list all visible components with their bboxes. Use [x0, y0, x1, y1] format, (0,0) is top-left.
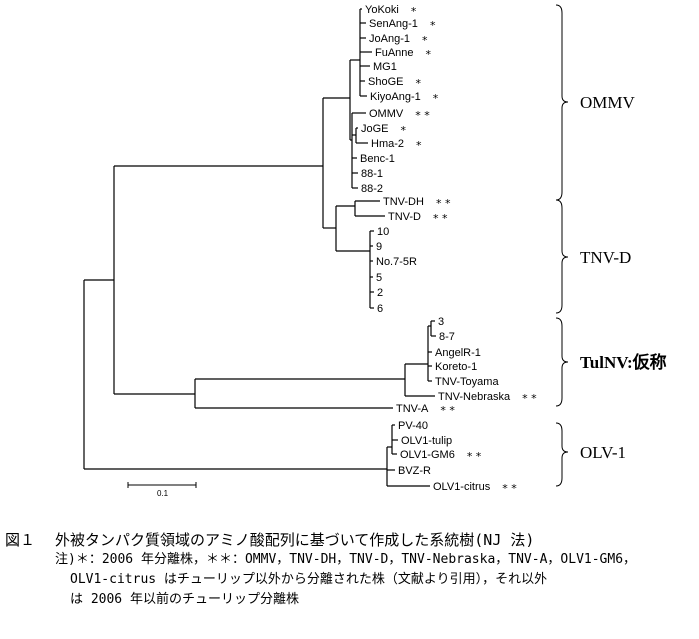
taxon-label: OLV1-GM6 [400, 449, 455, 461]
isolate-marker: * * [522, 392, 537, 405]
isolate-marker: * [430, 19, 436, 32]
taxon-label: OLV1-citrus [433, 481, 491, 493]
clade-brace [555, 199, 569, 314]
clade-label: TNV-D [580, 248, 631, 267]
taxon-label: OMMV [369, 108, 404, 120]
isolate-marker: * * [415, 109, 430, 122]
taxon-label: SenAng-1 [369, 18, 418, 30]
taxon-label: TNV-Nebraska [438, 391, 511, 403]
caption-note-1: 注)＊：2006 年分離株，＊＊：OMMV，TNV-DH，TNV-D，TNV-N… [55, 552, 637, 567]
taxon-label: ShoGE [368, 76, 403, 88]
isolate-marker: * [401, 124, 407, 137]
taxon-label: 8-7 [439, 331, 455, 343]
taxon-label: No.7-5R [376, 256, 417, 268]
clade-brace [555, 317, 569, 407]
taxon-label: 3 [438, 316, 444, 328]
isolate-marker: * * [440, 404, 455, 417]
figure-title: 外被タンパク質領域のアミノ酸配列に基づいて作成した系統樹(NJ 法) [55, 531, 535, 549]
taxon-label: Benc-1 [360, 153, 395, 165]
taxon-label: 88-1 [361, 168, 383, 180]
isolate-marker: * [416, 139, 422, 152]
isolate-marker: * * [467, 450, 482, 463]
taxon-label: MG1 [373, 61, 397, 73]
taxon-label: TNV-Toyama [435, 376, 499, 388]
isolate-marker: * [415, 77, 421, 90]
phylogenetic-tree: YoKoki*SenAng-1*JoAng-1*FuAnne*MG1ShoGE*… [83, 4, 667, 498]
taxon-label: Koreto-1 [435, 361, 477, 373]
isolate-marker: * * [436, 197, 451, 210]
isolate-marker: * [426, 48, 432, 61]
taxon-label: 2 [377, 287, 383, 299]
figure-number: 図１ [5, 531, 36, 549]
taxon-label: PV-40 [398, 420, 428, 432]
taxon-label: KiyoAng-1 [370, 91, 421, 103]
taxon-label: TNV-D [388, 211, 421, 223]
taxon-label: 6 [377, 303, 383, 315]
taxon-label: TNV-A [396, 403, 429, 415]
caption-title-line: 図１ 外被タンパク質領域のアミノ酸配列に基づいて作成した系統樹(NJ 法) [5, 530, 636, 550]
taxon-label: FuAnne [375, 47, 414, 59]
taxon-label: 5 [376, 272, 382, 284]
taxon-label: Hma-2 [371, 138, 404, 150]
taxon-label: 10 [377, 226, 389, 238]
clade-label: OLV-1 [580, 443, 626, 462]
scale-bar-label: 0.1 [157, 489, 169, 498]
clade-brace [555, 4, 569, 201]
caption-note-3: は 2006 年以前のチューリップ分離株 [70, 592, 299, 607]
caption-note-2: OLV1-citrus はチューリップ以外から分離された株（文献より引用），それ… [70, 572, 548, 587]
clade-label: OMMV [580, 93, 636, 112]
taxon-label: TNV-DH [383, 196, 424, 208]
taxon-label: YoKoki [365, 4, 399, 16]
taxon-label: AngelR-1 [435, 347, 481, 359]
isolate-marker: * * [502, 482, 517, 495]
taxon-label: JoGE [361, 123, 389, 135]
taxon-label: BVZ-R [398, 465, 431, 477]
figure-caption: 図１ 外被タンパク質領域のアミノ酸配列に基づいて作成した系統樹(NJ 法) 注)＊… [5, 530, 636, 610]
taxon-label: 9 [376, 241, 382, 253]
taxon-label: OLV1-tulip [401, 435, 452, 447]
isolate-marker: * * [433, 212, 448, 225]
isolate-marker: * [411, 5, 417, 18]
isolate-marker: * [422, 34, 428, 47]
taxon-label: 88-2 [361, 183, 383, 195]
clade-label: TulNV:仮称 [580, 352, 667, 372]
clade-brace [555, 422, 569, 487]
taxon-label: JoAng-1 [369, 33, 410, 45]
isolate-marker: * [433, 92, 439, 105]
